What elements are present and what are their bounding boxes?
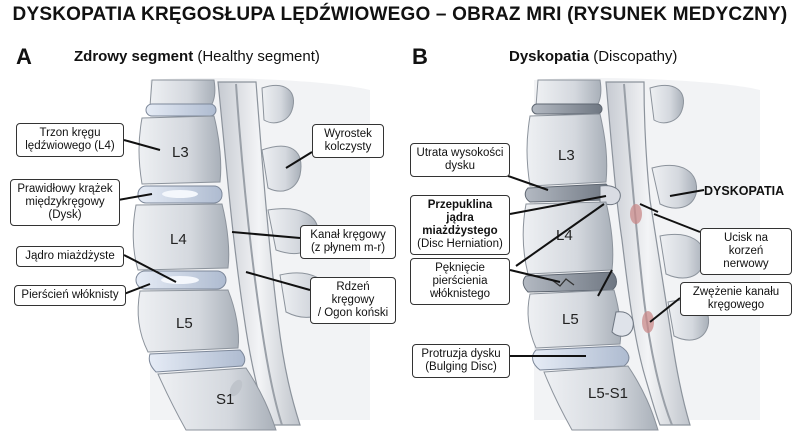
- panel-a-heading: Zdrowy segment (Healthy segment): [74, 48, 320, 65]
- panel-b-heading: Dyskopatia (Discopathy): [509, 48, 677, 65]
- panel-a-vertebra-label-l4: L4: [170, 231, 187, 248]
- panel-a-leader-lines: [117, 139, 313, 295]
- label-rdzen-kregowy: Rdzeń kręgowy / Ogon koński: [310, 277, 396, 324]
- panel-a-heading-rest: (Healthy segment): [197, 48, 320, 65]
- panel-a-letter: A: [16, 44, 32, 69]
- panel-b-nerve-inflammation-1: [630, 204, 642, 224]
- panel-a-vertebra-top: [149, 79, 216, 107]
- panel-a-art: L3 L4 L5 S1: [117, 78, 370, 431]
- panel-b-leader-lines: [507, 175, 705, 357]
- label-wyrostek-kolczysty: Wyrostek kolczysty: [312, 124, 384, 158]
- panel-b-annular-tear: [551, 278, 575, 287]
- panel-b-vertebra-l5: [527, 289, 622, 349]
- panel-b-letter: B: [412, 44, 428, 69]
- label-protruzja-dysku: Protruzja dysku (Bulging Disc): [412, 344, 510, 378]
- panel-a-vertebra-l3: [138, 115, 222, 185]
- panel-a-spinal-canal: [217, 81, 301, 426]
- panel-a-spinous-process-l3: [261, 145, 302, 192]
- label-prawidlowy-krazek: Prawidłowy krążek międzykręgowy (Dysk): [10, 179, 120, 226]
- panel-a-disc-0: [145, 103, 217, 117]
- panel-b-disc-l5-s1-bulging: [532, 345, 630, 371]
- panel-b-spinous-process-upper: [649, 85, 684, 124]
- panel-b-vertebra-label-l3: L3: [558, 147, 575, 164]
- label-pekniecie-pierscienia: Pęknięcie pierścienia włóknistego: [410, 258, 510, 305]
- panel-b-nerve-inflammation-2: [642, 311, 654, 333]
- panel-a-spinous-process-upper: [261, 85, 294, 124]
- panel-a-vertebra-l4: [132, 203, 230, 271]
- panel-b-heading-bold: Dyskopatia: [509, 48, 590, 65]
- panel-a-vertebra-l5: [137, 289, 239, 353]
- panel-a-heading-bold: Zdrowy segment: [74, 48, 194, 65]
- panel-b-spinous-process-l3: [651, 165, 698, 209]
- panel-b-sacrum: [543, 365, 659, 431]
- label-dyskopatia: DYSKOPATIA: [704, 184, 785, 198]
- panel-b-vertebra-top: [535, 79, 602, 107]
- panel-b-disc-0: [531, 103, 603, 115]
- panel-b-art: L3 L4 L5 L5-S1: [507, 78, 760, 431]
- panel-a-disc-l5-s1: [148, 349, 246, 373]
- label-zwezenie-kanalu: Zwężenie kanału kręgowego: [680, 282, 792, 316]
- panel-a-vertebra-label-l5: L5: [176, 315, 193, 332]
- label-przepuklina: Przepuklina jądra miażdżystego (Disc Her…: [410, 195, 510, 255]
- panel-b-vertebra-l3: [526, 113, 608, 187]
- label-ucisk-na-korzen: Ucisk na korzeń nerwowy: [700, 228, 792, 275]
- panel-b-bulge: [611, 311, 634, 337]
- panel-b-spinal-cord: [623, 83, 673, 426]
- panel-a-sacral-foramen: [229, 379, 243, 397]
- label-pierscien-wloknisty: Pierścień włóknisty: [14, 285, 126, 306]
- panel-b-spinal-canal: [605, 81, 691, 426]
- panel-a-nucleus-l3-l4: [162, 190, 198, 198]
- panel-b-vertebra-label-l5s1: L5-S1: [588, 385, 628, 402]
- label-utrata-wysokosci: Utrata wysokości dysku: [410, 143, 510, 177]
- panel-b-spinous-process-l4: [659, 234, 706, 279]
- label-jadro-miazdzyste: Jądro miażdżyste: [16, 246, 124, 267]
- label-kanal-kregowy: Kanał kręgowy (z płynem m-r): [300, 225, 396, 259]
- panel-a-sacrum: [157, 367, 277, 431]
- panel-a-vertebra-label-s1: S1: [216, 391, 234, 408]
- panel-b-vertebra-label-l4: L4: [556, 227, 573, 244]
- page-title: DYSKOPATIA KRĘGOSŁUPA LĘDŹWIOWEGO – OBRA…: [12, 4, 788, 25]
- panel-a-vertebra-label-l3: L3: [172, 144, 189, 161]
- label-trzon-kregu: Trzon kręgu lędźwiowego (L4): [16, 123, 124, 157]
- panel-b-heading-rest: (Discopathy): [593, 48, 678, 65]
- panel-a-nucleus-l4-l5: [161, 276, 199, 284]
- panel-a-spinal-cord: [235, 83, 283, 426]
- panel-b-vertebra-label-l5: L5: [562, 311, 579, 328]
